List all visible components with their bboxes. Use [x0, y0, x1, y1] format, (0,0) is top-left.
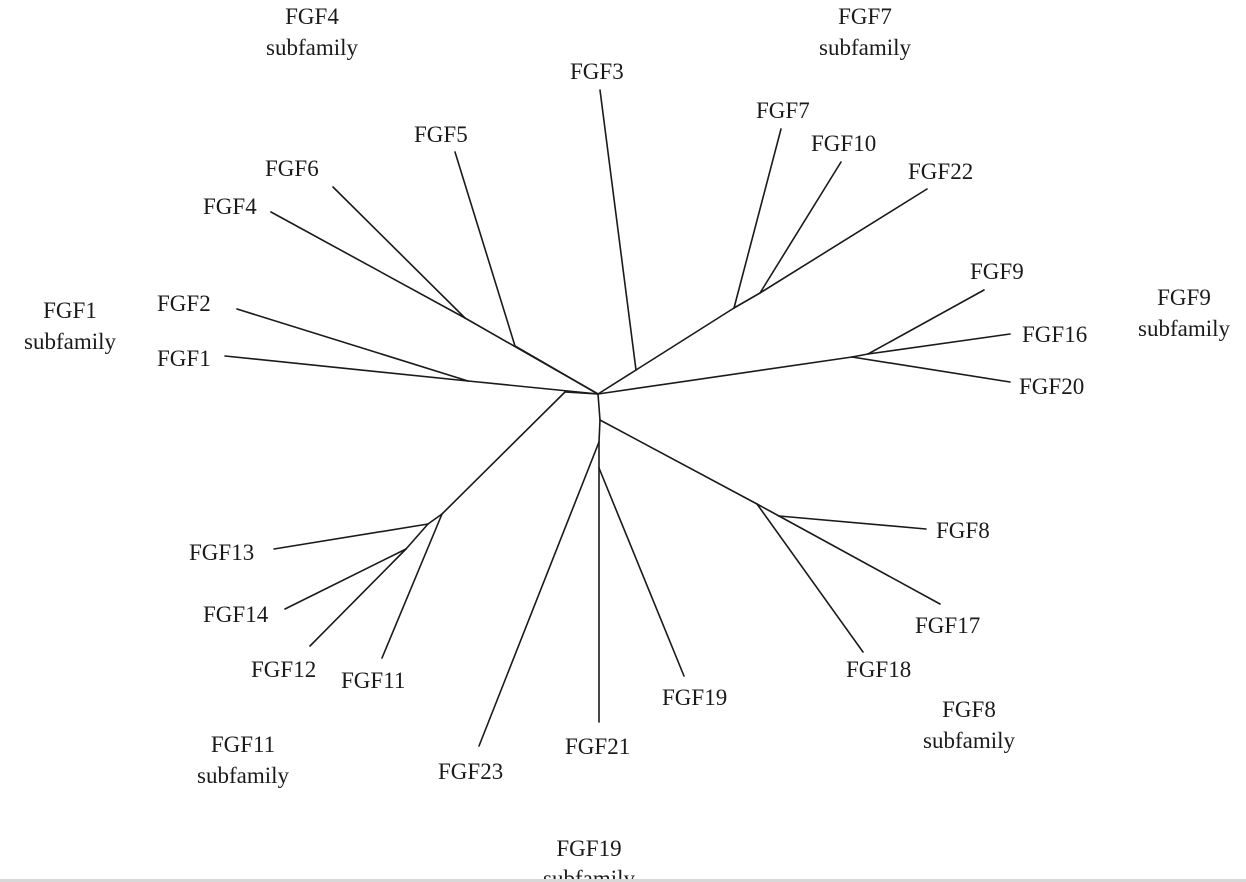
branch-fgf13-14-12-stem	[427, 513, 443, 525]
subfamily-fgf11-name: FGF11	[211, 732, 275, 757]
leaf-label-fgf1: FGF1	[157, 346, 211, 371]
leaf-label-fgf3: FGF3	[570, 59, 624, 84]
leaf-label-fgf5: FGF5	[414, 122, 468, 147]
branch-fgf7	[733, 128, 782, 309]
subfamily-fgf19-name: FGF19	[556, 836, 621, 861]
branch-fgf14	[284, 548, 407, 610]
leaf-labels: FGF1 FGF2 FGF3 FGF4 FGF5 FGF6 FGF7 FGF10…	[157, 59, 1087, 784]
subfamily-fgf4-suffix: subfamily	[266, 35, 358, 60]
branch-fgf3	[599, 89, 637, 371]
leaf-label-fgf4: FGF4	[203, 194, 257, 219]
branch-fgf19	[598, 467, 685, 677]
branch-fgf7-stem	[635, 307, 735, 371]
leaf-label-fgf6: FGF6	[265, 156, 319, 181]
leaf-label-fgf21: FGF21	[565, 734, 630, 759]
subfamily-label-fgf4: FGF4 subfamily	[266, 4, 358, 60]
subfamily-label-fgf8: FGF8 subfamily	[923, 697, 1015, 753]
branch-fgf18	[756, 503, 864, 653]
branch-fgf12	[309, 548, 407, 647]
branch-fgf5-leaf	[454, 151, 516, 347]
leaf-label-fgf22: FGF22	[908, 159, 973, 184]
subfamily-fgf19-suffix: subfamily	[543, 866, 635, 882]
leaf-label-fgf11: FGF11	[341, 668, 405, 693]
tree-branches	[224, 89, 1011, 747]
subfamily-fgf8-suffix: subfamily	[923, 728, 1015, 753]
leaf-label-fgf18: FGF18	[846, 657, 911, 682]
branch-fgf16-fgf20-stem	[851, 353, 869, 358]
branch-fgf8-stem	[599, 419, 758, 505]
leaf-label-fgf2: FGF2	[157, 291, 211, 316]
branch-fgf14-12-stem	[405, 523, 429, 550]
subfamily-fgf7-name: FGF7	[838, 4, 892, 29]
branch-fgf13	[273, 523, 429, 550]
subfamily-fgf7-suffix: subfamily	[819, 35, 911, 60]
subfamily-label-fgf1: FGF1 subfamily	[24, 298, 116, 354]
branch-fgf11	[381, 513, 443, 659]
subfamily-label-fgf7: FGF7 subfamily	[819, 4, 911, 60]
branch-fgf1-fgf2-stem	[467, 380, 599, 395]
branch-fgf2	[236, 308, 469, 382]
leaf-label-fgf16: FGF16	[1022, 322, 1087, 347]
branch-fgf23	[478, 441, 600, 747]
subfamily-fgf4-name: FGF4	[285, 4, 339, 29]
branch-fgf6	[332, 186, 466, 319]
branch-central-trunk	[597, 393, 601, 421]
subfamily-fgf1-suffix: subfamily	[24, 329, 116, 354]
leaf-label-fgf7: FGF7	[756, 98, 810, 123]
leaf-label-fgf13: FGF13	[189, 540, 254, 565]
subfamily-fgf9-suffix: subfamily	[1138, 316, 1230, 341]
leaf-label-fgf20: FGF20	[1019, 374, 1084, 399]
branch-fgf16	[867, 333, 1011, 355]
branch-fgf3-stem	[597, 369, 637, 395]
leaf-label-fgf19: FGF19	[662, 685, 727, 710]
leaf-label-fgf12: FGF12	[251, 657, 316, 682]
leaf-label-fgf14: FGF14	[203, 602, 269, 627]
branch-fgf17	[778, 515, 941, 605]
leaf-label-fgf10: FGF10	[811, 131, 876, 156]
leaf-label-fgf17: FGF17	[915, 613, 980, 638]
subfamily-label-fgf19: FGF19 subfamily	[543, 836, 635, 882]
branch-fgf9-stem	[597, 356, 853, 395]
leaf-label-fgf9: FGF9	[970, 259, 1024, 284]
leaf-label-fgf8: FGF8	[936, 518, 990, 543]
branch-fgf1	[224, 355, 469, 382]
leaf-label-fgf23: FGF23	[438, 759, 503, 784]
branch-fgf11-stem-2	[441, 391, 566, 515]
branch-fgf10-fgf22-stem	[733, 292, 761, 309]
subfamily-fgf9-name: FGF9	[1157, 285, 1211, 310]
branch-fgf4	[270, 211, 466, 319]
subfamily-label-fgf11: FGF11 subfamily	[197, 732, 289, 788]
branch-fgf8	[778, 515, 927, 530]
branch-fgf5	[514, 345, 599, 395]
branch-fgf19-stem	[598, 419, 601, 443]
subfamily-fgf11-suffix: subfamily	[197, 763, 289, 788]
branch-fgf20	[851, 356, 1011, 383]
subfamily-labels: FGF1 subfamily FGF4 subfamily FGF7 subfa…	[24, 4, 1230, 882]
branch-fgf10	[759, 161, 842, 294]
branch-fgf11-stem	[564, 391, 599, 395]
branch-fgf22	[759, 188, 928, 294]
subfamily-fgf1-name: FGF1	[43, 298, 97, 323]
bottom-edge-strip	[0, 879, 1246, 882]
subfamily-label-fgf9: FGF9 subfamily	[1138, 285, 1230, 341]
branch-fgf9	[867, 289, 985, 355]
subfamily-fgf8-name: FGF8	[942, 697, 996, 722]
branch-fgf17-stem	[756, 503, 780, 517]
